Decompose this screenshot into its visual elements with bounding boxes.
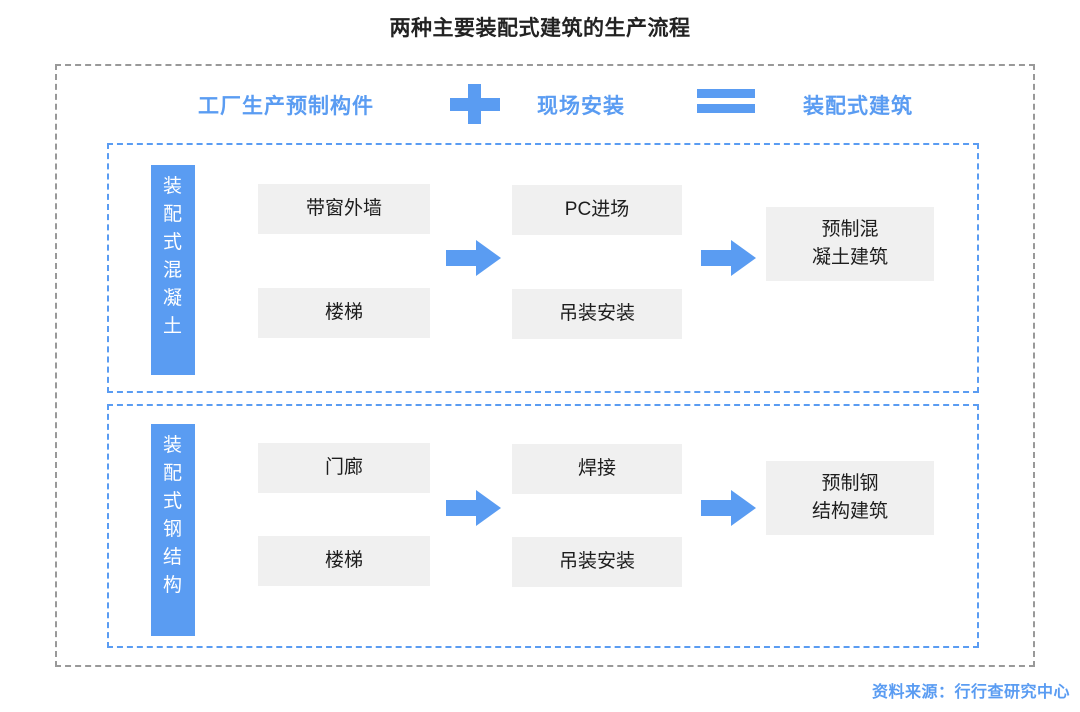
site-step-box: 吊装安装 xyxy=(512,537,682,587)
equation-term-factory: 工厂生产预制构件 xyxy=(198,95,374,118)
site-step-box: 焊接 xyxy=(512,444,682,494)
result-box-concrete: 预制混 凝土建筑 xyxy=(766,207,934,281)
page-title: 两种主要装配式建筑的生产流程 xyxy=(389,17,691,40)
result-box-steel: 预制钢 结构建筑 xyxy=(766,461,934,535)
result-line: 预制钢 xyxy=(821,473,879,494)
factory-step-box: 楼梯 xyxy=(258,288,430,338)
arrow-right-icon xyxy=(446,238,501,278)
site-step-box: 吊装安装 xyxy=(512,289,682,339)
equals-icon xyxy=(697,89,755,113)
diagram-outer-frame xyxy=(55,64,1035,667)
arrow-right-icon xyxy=(701,238,756,278)
equation-term-result: 装配式建筑 xyxy=(803,95,913,118)
process-row-concrete: 装配式混凝土 带窗外墙 楼梯 PC进场 吊装安装 预制混 凝土建筑 xyxy=(107,143,979,393)
category-label-concrete: 装配式混凝土 xyxy=(151,165,195,375)
site-step-box: PC进场 xyxy=(512,185,682,235)
arrow-right-icon xyxy=(701,488,756,528)
equation-header: 工厂生产预制构件 现场安装 装配式建筑 xyxy=(55,82,1035,128)
factory-step-box: 门廊 xyxy=(258,443,430,493)
plus-icon xyxy=(450,84,500,124)
factory-step-box: 楼梯 xyxy=(258,536,430,586)
category-label-steel: 装配式钢结构 xyxy=(151,424,195,636)
category-label-concrete-text: 装配式混凝土 xyxy=(162,176,183,337)
arrow-right-icon xyxy=(446,488,501,528)
result-line: 凝土建筑 xyxy=(811,247,888,268)
process-row-steel: 装配式钢结构 门廊 楼梯 焊接 吊装安装 预制钢 结构建筑 xyxy=(107,404,979,648)
source-note: 资料来源：行行查研究中心 xyxy=(871,684,1070,701)
result-line: 预制混 xyxy=(821,219,879,240)
result-line: 结构建筑 xyxy=(811,501,888,522)
equation-term-site: 现场安装 xyxy=(537,95,625,118)
factory-step-box: 带窗外墙 xyxy=(258,184,430,234)
category-label-steel-text: 装配式钢结构 xyxy=(162,435,183,596)
